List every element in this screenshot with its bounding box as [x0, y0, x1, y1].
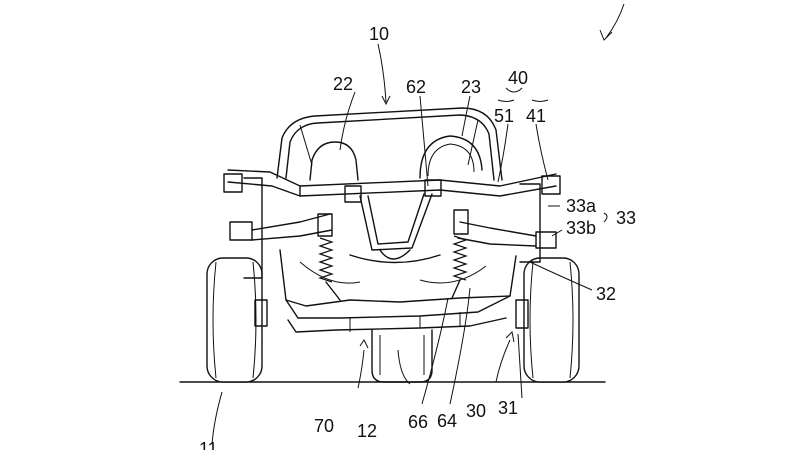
label-23: 23 [461, 77, 481, 97]
roll-cage [276, 107, 503, 181]
rear-wheel [371, 329, 433, 383]
left-brackets [223, 173, 333, 327]
label-62: 62 [406, 77, 426, 97]
shock-right [451, 209, 469, 299]
label-40: 40 [508, 68, 528, 88]
right-wheel [523, 257, 580, 383]
label-64: 64 [437, 411, 457, 431]
label-33a: 33a [566, 196, 597, 216]
seat-right [419, 135, 483, 179]
left-wheel [206, 257, 263, 383]
label-12: 12 [357, 421, 377, 441]
label-33: 33 [616, 208, 636, 228]
label-70: 70 [314, 416, 334, 436]
label-33b: 33b [566, 218, 596, 238]
shock-left [317, 213, 341, 301]
seat-left [309, 141, 359, 181]
label-32: 32 [596, 284, 616, 304]
leader-lines [211, 3, 625, 445]
label-41: 41 [526, 106, 546, 126]
label-22: 22 [333, 74, 353, 94]
reference-labels: 10 22 62 23 40 51 41 33a 33 33b 32 70 12… [199, 24, 636, 450]
label-31: 31 [498, 398, 518, 418]
label-30: 30 [466, 401, 486, 421]
label-51: 51 [494, 106, 514, 126]
label-10: 10 [369, 24, 389, 44]
label-66: 66 [408, 412, 428, 432]
center-frame [344, 179, 442, 264]
lower-frame [279, 249, 517, 333]
label-11: 11 [199, 439, 218, 450]
upper-cross-member [227, 169, 557, 197]
